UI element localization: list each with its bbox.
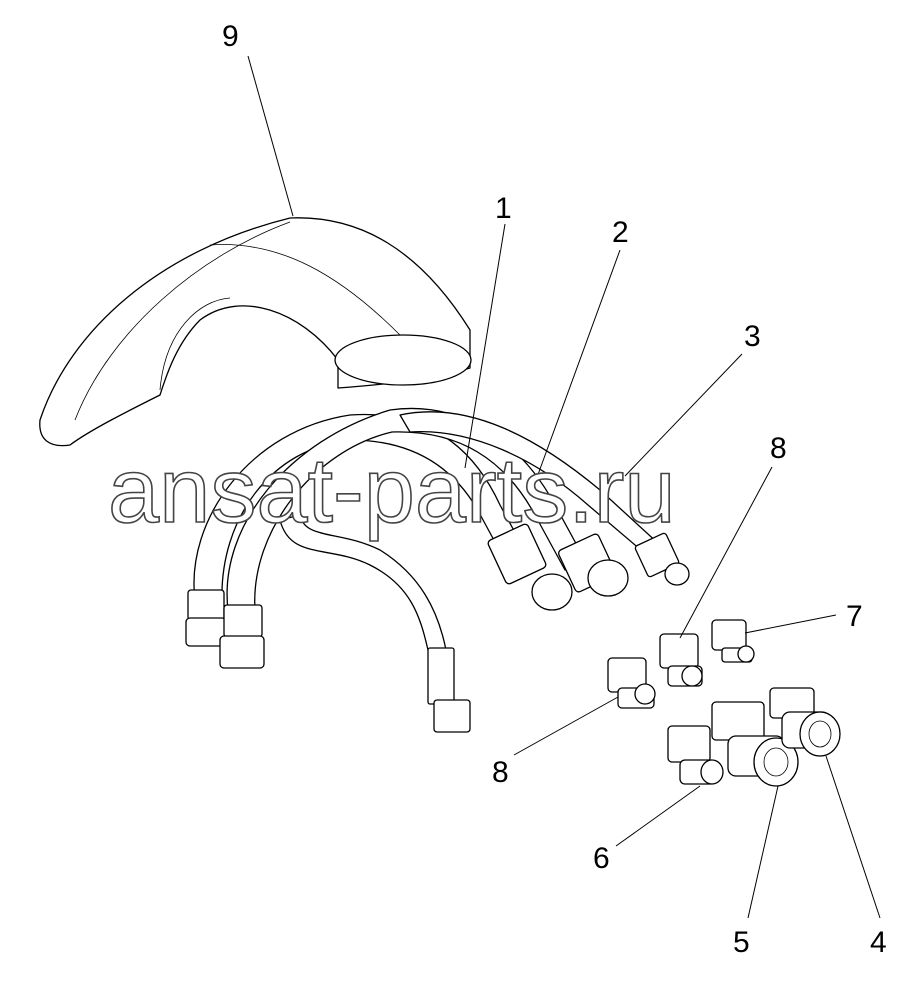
callout-5: 5 — [733, 926, 750, 959]
leader-lines — [247, 55, 881, 919]
callout-2: 2 — [612, 216, 629, 249]
sleeve-cover — [39, 217, 472, 447]
adapter-6 — [667, 725, 724, 785]
hose-1-nut — [185, 589, 227, 647]
watermark-text: ansat-parts.ru — [108, 440, 676, 542]
callout-9: 9 — [222, 20, 239, 53]
adapter-8-lower — [607, 657, 656, 709]
hose-2-nut — [219, 604, 265, 669]
callout-8-top: 8 — [770, 432, 787, 465]
callout-7: 7 — [846, 600, 863, 633]
coupling-4 — [769, 687, 841, 757]
callout-8-bottom: 8 — [492, 756, 509, 789]
hose-2-end-nut — [558, 533, 629, 597]
adapter-7 — [711, 619, 755, 663]
callouts: 9 1 2 3 8 7 8 6 5 4 — [222, 20, 887, 959]
callout-3: 3 — [744, 320, 761, 353]
callout-1: 1 — [495, 192, 512, 225]
coupling-5 — [711, 701, 799, 787]
hose-3-end-nut — [634, 532, 690, 586]
hose-assembly — [185, 407, 690, 733]
hose-1-end-nut — [487, 523, 573, 611]
long-hose-end-fitting — [427, 647, 471, 733]
adapter-8-upper — [659, 633, 703, 687]
callout-4: 4 — [870, 926, 887, 959]
callout-6: 6 — [593, 842, 610, 875]
